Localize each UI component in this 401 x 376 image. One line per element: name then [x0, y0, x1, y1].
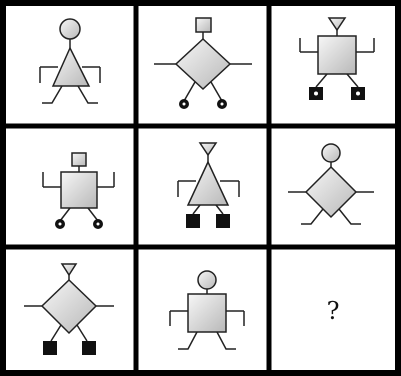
cell-r1-c1-head-circle — [60, 19, 80, 39]
cell-r3-c3-missing: ? — [327, 297, 340, 325]
cell-r3-c1-left-block — [43, 341, 57, 355]
cell-r1-c2-head-square — [196, 18, 211, 32]
cell-r1-c3-left-foot-dot — [314, 92, 318, 96]
cell-r2-c3-head-circle — [322, 144, 340, 162]
cell-r2-c2-left-block — [186, 214, 200, 228]
cell-r2-c2-right-block — [216, 214, 230, 228]
cell-r1-c3-right-foot-dot — [356, 92, 360, 96]
cell-r1-c2-left-wheel-hub — [183, 103, 186, 106]
cell-r3-c1-right-block — [82, 341, 96, 355]
cell-r3-c2-head-circle — [198, 271, 216, 289]
cell-r2-c1-left-wheel-hub — [59, 223, 62, 226]
cell-r3-c2-body-square — [188, 294, 226, 332]
cell-r1-c3-body-square — [318, 36, 356, 74]
cell-r1-c2-right-wheel-hub — [221, 103, 224, 106]
cell-r2-c1-head-square — [72, 153, 86, 166]
missing-figure-question-mark: ? — [327, 297, 340, 325]
cell-r2-c1-body-square — [61, 172, 97, 208]
cell-r2-c1-right-wheel-hub — [97, 223, 100, 226]
